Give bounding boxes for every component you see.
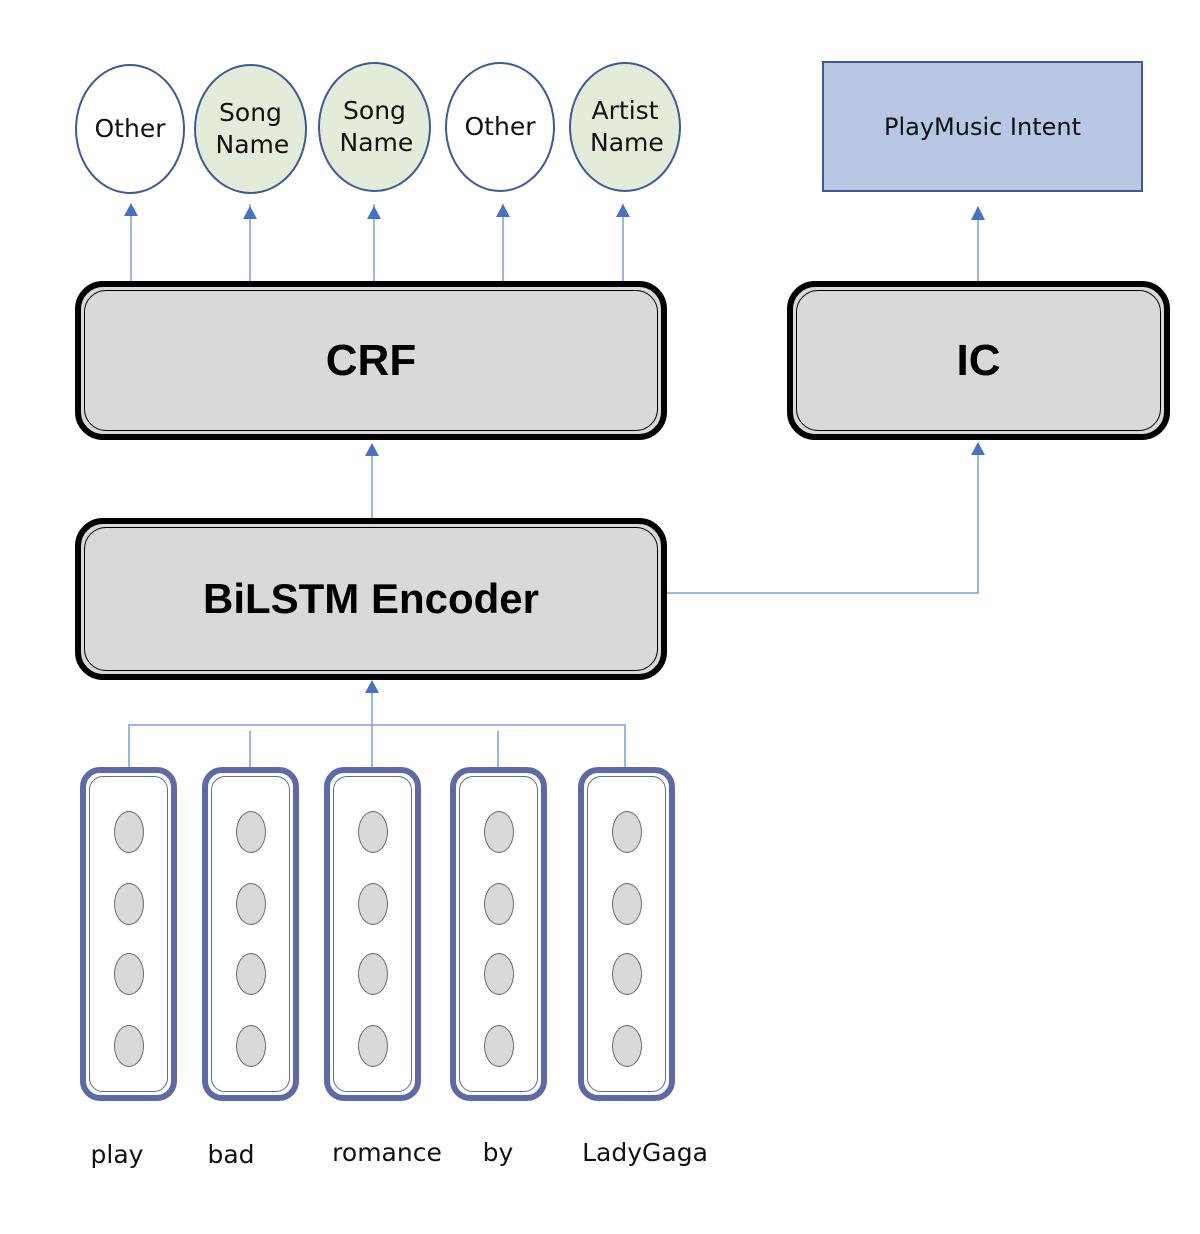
bilstm-encoder-layer: BiLSTM Encoder [75,518,667,680]
slot-label-2: Song Name [194,64,307,194]
embedding-unit [483,883,514,925]
embedding-unit [611,811,642,853]
embedding-unit [611,883,642,925]
token-label: play [90,1140,144,1169]
embedding-bus [128,724,626,767]
arrowhead-encoder [365,680,379,693]
embedding-unit [483,953,514,995]
arrowhead-4 [496,204,510,217]
arrowhead-ic [971,442,985,455]
arrowhead-crf [365,443,379,456]
arrow-encoder-to-ic [667,452,979,594]
token-label: by [482,1138,514,1167]
arrowhead-intent [971,206,985,220]
embedding-vector-5 [578,767,675,1101]
crf-layer: CRF [75,281,667,440]
embedding-unit [611,953,642,995]
embedding-unit [357,883,388,925]
arrowhead-2 [243,206,257,219]
arrowhead-5 [616,204,630,217]
embedding-unit [611,1025,642,1067]
embedding-unit [235,953,266,995]
embedding-vector-1 [80,767,177,1101]
embedding-vector-3 [324,767,421,1101]
token-label: bad [207,1140,255,1169]
embedding-unit [357,1025,388,1067]
ic-layer: IC [787,281,1170,440]
slot-label-3: Song Name [318,62,431,192]
embedding-vector-4 [450,767,547,1101]
embedding-unit [357,953,388,995]
slot-label-1: Other [75,64,185,194]
embedding-unit [357,811,388,853]
embedding-unit [113,883,144,925]
embedding-unit [235,1025,266,1067]
embedding-unit [483,811,514,853]
embedding-unit [483,1025,514,1067]
embedding-vector-2 [202,767,299,1101]
arrowhead-1 [124,203,138,216]
embedding-unit [113,953,144,995]
token-label: romance [332,1138,442,1167]
token-label: LadyGaga [582,1138,708,1167]
slot-label-4: Other [445,62,555,192]
embedding-unit [235,811,266,853]
embedding-unit [113,1025,144,1067]
embedding-unit [235,883,266,925]
arrowhead-3 [367,206,381,219]
slot-label-5: Artist Name [569,62,681,192]
intent-output-box: PlayMusic Intent [822,61,1143,192]
embedding-unit [113,811,144,853]
